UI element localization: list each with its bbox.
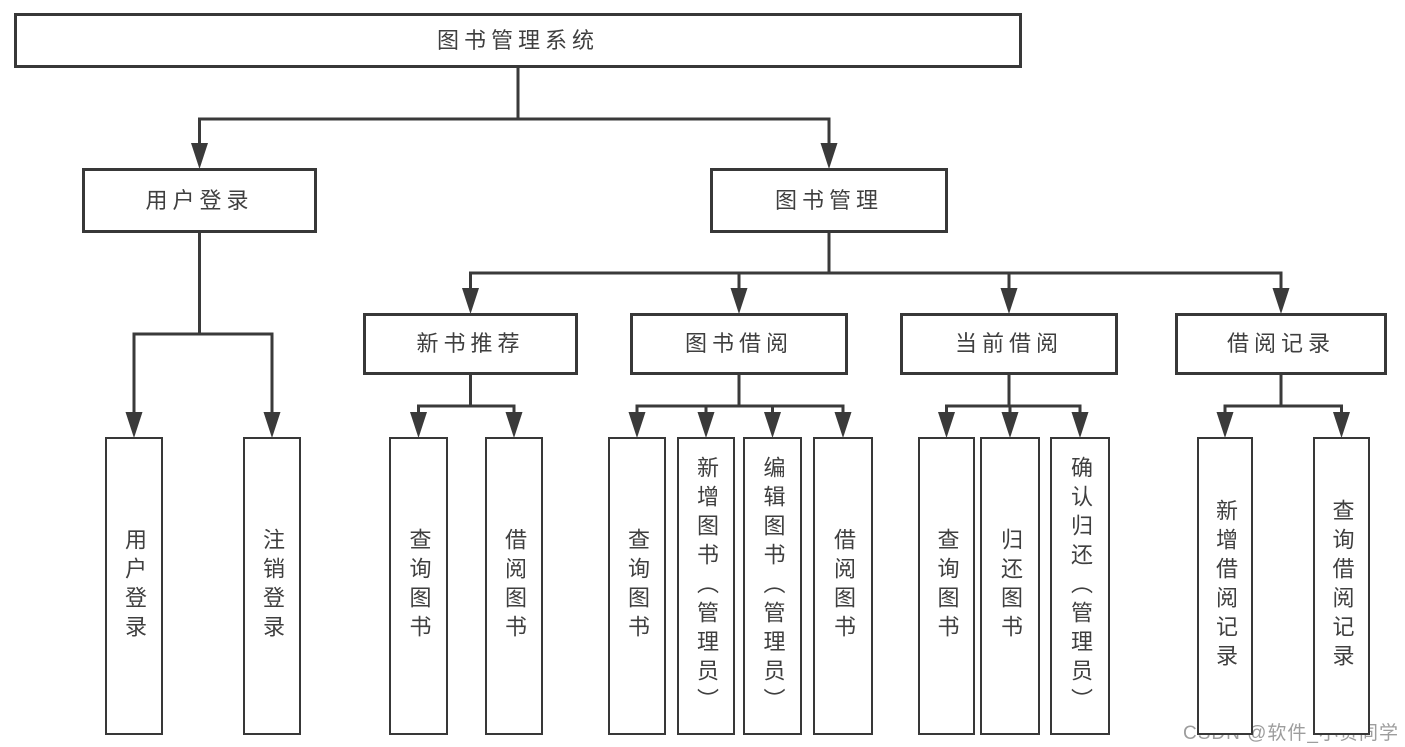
edge-book-borrow: [628, 375, 852, 438]
arrowhead-icon: [125, 412, 143, 438]
arrowhead-icon: [505, 412, 523, 438]
arrowhead-icon: [834, 412, 852, 438]
node-user-login: 用户登录: [82, 168, 317, 233]
node-label: 新增借阅记录: [1213, 499, 1238, 673]
arrowhead-icon: [263, 412, 281, 438]
arrowhead-icon: [1216, 412, 1234, 438]
node-leaf-borrow-books-rec: 借阅图书: [485, 437, 543, 735]
node-label: 编辑图书（管理员）: [760, 455, 786, 717]
arrowhead-icon: [697, 412, 715, 438]
node-label: 新书推荐: [416, 331, 525, 356]
arrowhead-icon: [730, 288, 748, 314]
node-label: 新增图书（管理员）: [694, 455, 719, 717]
arrowhead-icon: [764, 412, 781, 438]
node-leaf-confirm-return: 确认归还（管理员）: [1050, 437, 1110, 735]
node-leaf-return-books: 归还图书: [980, 437, 1040, 735]
arrowhead-icon: [938, 412, 955, 438]
edge-user-login: [125, 233, 281, 438]
node-label: 当前借阅: [954, 331, 1063, 356]
node-label: 借阅图书: [831, 528, 856, 644]
node-label: 查询图书: [406, 528, 432, 644]
node-label: 用户登录: [145, 187, 254, 213]
arrowhead-icon: [462, 288, 479, 314]
node-leaf-query-books-cur: 查询图书: [918, 437, 975, 735]
arrowhead-icon: [628, 412, 646, 438]
node-label: 用户登录: [122, 528, 147, 644]
node-label: 确认归还（管理员）: [1068, 455, 1093, 717]
node-leaf-edit-books: 编辑图书（管理员）: [743, 437, 802, 735]
edge-book-mgmt: [462, 233, 1290, 314]
node-label: 查询图书: [625, 528, 650, 644]
arrowhead-icon: [191, 143, 208, 169]
node-label: 图书管理: [774, 187, 883, 213]
node-leaf-query-borrow-record: 查询借阅记录: [1313, 437, 1370, 735]
node-label: 注销登录: [260, 528, 285, 644]
node-leaf-query-books-borrow: 查询图书: [608, 437, 666, 735]
node-label: 查询图书: [934, 528, 960, 644]
arrowhead-icon: [410, 412, 427, 438]
node-borrow-records: 借阅记录: [1175, 313, 1387, 375]
node-leaf-user-login: 用户登录: [105, 437, 163, 735]
node-new-book-rec: 新书推荐: [363, 313, 578, 375]
node-label: 图书管理系统: [436, 27, 599, 53]
node-leaf-add-books: 新增图书（管理员）: [677, 437, 735, 735]
node-book-mgmt: 图书管理: [710, 168, 948, 233]
arrowhead-icon: [1071, 412, 1089, 438]
node-leaf-query-books-rec: 查询图书: [389, 437, 448, 735]
arrowhead-icon: [1272, 288, 1290, 314]
node-label: 借阅记录: [1226, 331, 1335, 356]
node-leaf-add-borrow-record: 新增借阅记录: [1197, 437, 1253, 735]
arrowhead-icon: [1001, 412, 1019, 438]
node-label: 图书借阅: [684, 331, 793, 356]
node-root: 图书管理系统: [14, 13, 1022, 68]
arrowhead-icon: [1333, 412, 1350, 438]
edge-borrow-records: [1216, 375, 1350, 438]
edge-new-book-rec: [410, 375, 523, 438]
node-label: 查询借阅记录: [1329, 499, 1355, 673]
node-leaf-logout: 注销登录: [243, 437, 301, 735]
edge-current-borrow: [938, 375, 1089, 438]
node-book-borrow: 图书借阅: [630, 313, 848, 375]
node-label: 借阅图书: [502, 528, 527, 644]
edge-root: [191, 68, 838, 169]
node-current-borrow: 当前借阅: [900, 313, 1118, 375]
node-label: 归还图书: [998, 528, 1023, 644]
arrowhead-icon: [820, 143, 838, 169]
node-leaf-borrow-books: 借阅图书: [813, 437, 873, 735]
arrowhead-icon: [1000, 288, 1018, 314]
